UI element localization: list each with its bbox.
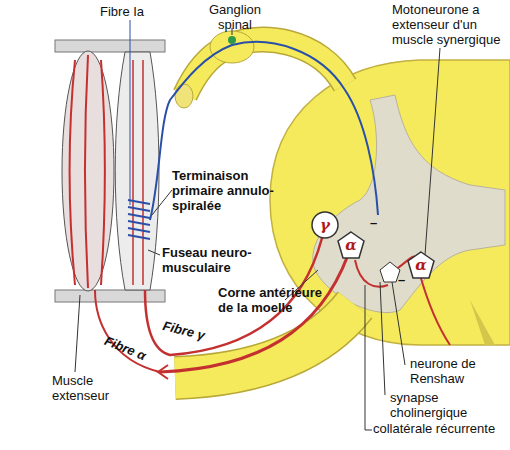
motoneuron-label: Motoneurone a extenseur d'un muscle syne… [392,2,510,47]
dorsal-root-outline [185,40,345,95]
muscle-fibres [70,55,105,288]
neuron-symbol: α [335,230,367,260]
synapse-label: synapse cholinergique [390,390,510,420]
intrafusal-fibres [133,60,143,285]
neuron-symbol: α [405,250,437,280]
median-fissure [470,300,495,345]
gamma-motoneuron: γ [310,210,340,240]
inhibition-sign: – [370,215,384,230]
alpha-motoneuron: α [335,230,367,260]
collateral-label: collatérale récurrente [373,421,508,436]
root-cut [175,84,193,108]
tendon-plate [55,290,165,302]
arrow-head [158,365,168,379]
leader-line [425,48,440,255]
neuron-label: neurone de Renshaw [410,356,510,386]
leader-line [380,282,385,395]
leader-line [392,282,405,365]
muscle-label: Muscle extenseur [52,373,142,403]
extensor-muscle [62,51,114,291]
spinal-cord [270,60,510,345]
renshaw-neuron [380,262,400,282]
leader-line [75,295,80,372]
grey-matter [313,95,505,313]
horn-label: Corne antérieure de la moelle [218,285,330,315]
spindle-capsule [115,52,159,290]
neuron-symbol: γ [310,210,340,240]
fibre-label: Fibre γ [161,318,233,349]
spinal-ganglion [210,31,254,63]
ganglion-label: Ganglion spinal [200,2,270,32]
alpha-axon [420,275,450,345]
ending-label: Terminaison primaire annulo-spiralée [172,168,287,213]
alpha-motoneuron: α [405,250,437,280]
tendon-plate [55,40,165,52]
ganglion-cell [228,36,236,44]
fibre-label: Fibre Ia [100,4,190,19]
leader-line [152,190,172,215]
dorsal-root [185,40,345,95]
leader-line [130,20,131,205]
spindle-label: Fuseau neuro-musculaire [162,245,272,275]
fibre-label: Fibre α [102,333,173,373]
leader-line [148,250,160,255]
ia-fibre [150,42,378,220]
annulospiral-ending [128,200,150,239]
leader-line [365,285,372,430]
inhibition-sign: – [398,272,412,287]
